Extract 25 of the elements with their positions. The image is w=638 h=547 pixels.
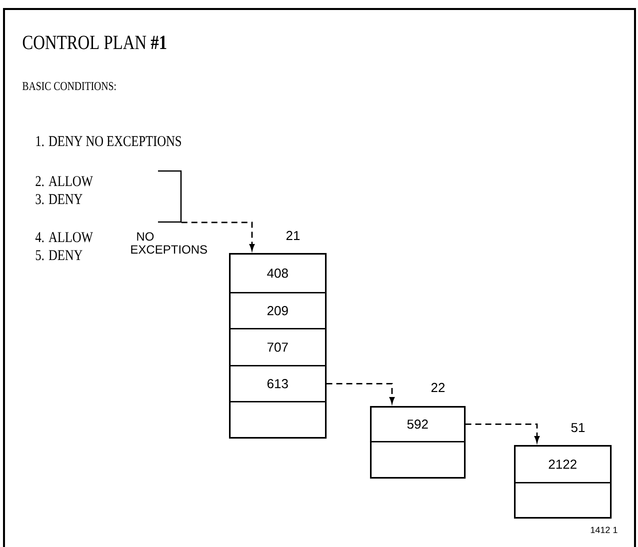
figure-number: 1412 1 (590, 526, 618, 533)
node-label: 21 (286, 230, 300, 240)
bracket (158, 170, 182, 223)
table-cell: 592 (370, 406, 466, 442)
node-label: 22 (431, 382, 445, 392)
table-cell: 408 (229, 253, 326, 294)
table-cell: 209 (229, 292, 326, 330)
table-cell: 707 (229, 328, 326, 366)
title: CONTROL PLAN #1 (22, 36, 166, 50)
table-cell (514, 482, 612, 518)
arrow (181, 222, 255, 250)
subheading: BASIC CONDITIONS: (22, 82, 116, 90)
table-cell: 613 (229, 365, 326, 402)
condition-text: 1. DENY NO EXCEPTIONS (36, 136, 181, 146)
table-cell (229, 401, 326, 438)
note-text: NO EXCEPTIONS (131, 232, 207, 254)
condition-text: 4. ALLOW (35, 232, 93, 242)
arrow (465, 423, 540, 442)
table-cell: 2122 (514, 445, 612, 484)
arrow (326, 382, 395, 404)
condition-text: 5. DENY (36, 250, 82, 260)
condition-text: 3. DENY (36, 194, 82, 204)
table-cell (370, 441, 466, 478)
node-label: 51 (571, 423, 585, 432)
condition-text: 2. ALLOW (36, 176, 93, 186)
